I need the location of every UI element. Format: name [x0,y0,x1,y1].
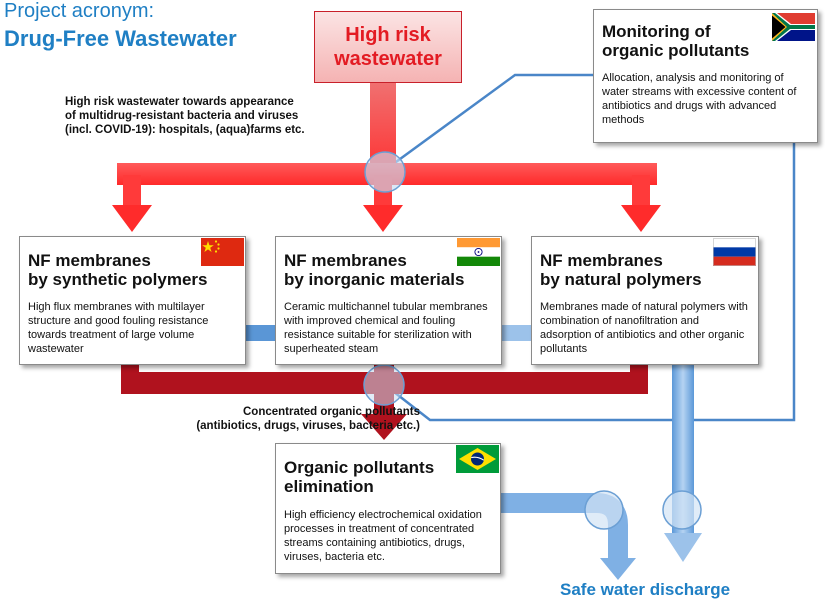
nf-natural-title-line-1: NF membranes [540,251,663,270]
nf-natural-title-line-2: by natural polymers [540,270,702,289]
high-risk-title-line-1: High risk [345,24,431,46]
high-risk-title-line-2: wastewater [334,48,442,70]
concentrate-note-line-1: Concentrated organic pollutants [243,406,420,418]
arrow-to-natural [621,205,661,232]
russia-flag-icon [713,238,756,266]
inflow-note-line-3: (incl. COVID-19): hospitals, (aqua)farms… [65,124,305,136]
discharge-arrow-right [664,533,702,562]
project-acronym-name: Drug-Free Wastewater [4,26,237,51]
brazil-flag-icon [456,445,499,473]
nf-synthetic-title: NF membranes by synthetic polymers [28,251,239,289]
south-africa-flag-icon [772,13,815,41]
monitoring-return-line [384,143,796,422]
arrow-to-synthetic [112,205,152,232]
distributor-leg-right [632,175,650,207]
nf-inorganic-body: Ceramic multichannel tubular membranes w… [284,301,488,355]
inflow-note-line-1: High risk wastewater towards appearance [65,96,294,108]
inflow-note-line-2: of multidrug-resistant bacteria and viru… [65,110,299,122]
nf-synthetic-body: High flux membranes with multilayer stru… [28,301,209,355]
junction-outflow-right [662,490,702,530]
concentrate-note: Concentrated organic pollutants (antibio… [196,405,420,433]
discharge-arrow-left [600,558,636,580]
india-flag-icon [457,238,500,266]
inflow-note: High risk wastewater towards appearance … [65,95,305,137]
safe-water-discharge-label: Safe water discharge [560,580,731,599]
elimination-title-line-2: elimination [284,477,374,496]
permeate-pipe-left [246,325,275,341]
high-risk-wastewater-box: High risk wastewater [314,11,462,83]
junction-source [364,151,406,193]
monitoring-title: Monitoring of organic pollutants [602,22,811,60]
nf-natural-title: NF membranes by natural polymers [540,251,752,289]
nf-natural-body: Membranes made of natural polymers with … [540,301,748,355]
junction-outflow-left [584,490,624,530]
nf-inorganic-title-line-1: NF membranes [284,251,407,270]
elimination-body: High efficiency electrochemical oxidatio… [284,509,482,563]
nf-synthetic-title-line-1: NF membranes [28,251,151,270]
monitoring-title-line-2: organic pollutants [602,41,750,60]
nf-synthetic-title-line-2: by synthetic polymers [28,270,208,289]
junction-concentrate [363,364,405,406]
elimination-box: Organic pollutants elimination High effi… [275,443,501,574]
china-flag-icon [201,238,244,266]
project-acronym-label: Project acronym: [4,0,155,22]
monitoring-body: Allocation, analysis and monitoring of w… [602,72,797,126]
nf-inorganic-title: NF membranes by inorganic materials [284,251,495,289]
concentrate-note-line-2: (antibiotics, drugs, viruses, bacteria e… [196,420,420,432]
arrow-to-inorganic [363,205,403,232]
nf-inorganic-title-line-2: by inorganic materials [284,270,465,289]
monitoring-sample-line [384,73,593,172]
elimination-title: Organic pollutants elimination [284,458,494,496]
distributor-leg-left [123,175,141,207]
monitoring-title-line-1: Monitoring of [602,22,711,41]
elimination-title-line-1: Organic pollutants [284,458,435,477]
permeate-pipe-right [502,325,531,341]
nf-synthetic-box: NF membranes by synthetic polymers High … [19,236,246,365]
arrow-to-elimination [361,414,407,440]
